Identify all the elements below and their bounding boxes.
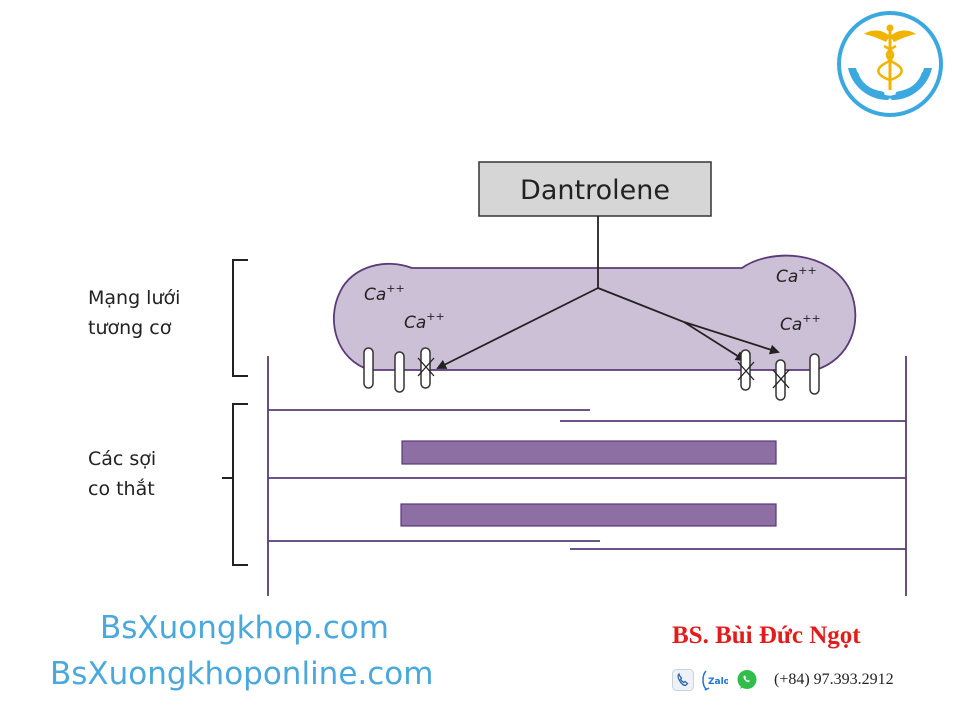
- sr-label-line1: Mạng lưới: [88, 287, 181, 309]
- svg-text:Zalo: Zalo: [708, 677, 728, 687]
- drug-name: Dantrolene: [520, 175, 670, 206]
- inhibition-arrows: [436, 216, 780, 369]
- doctor-name: BS. Bùi Đức Ngọt: [672, 622, 861, 649]
- fibers-label: Các sợi co thắt: [88, 444, 156, 504]
- dantrolene-box: Dantrolene: [478, 161, 712, 217]
- sarcomere: [267, 356, 907, 596]
- calcium-ion: Ca++: [776, 264, 817, 287]
- dantrolene-mechanism-diagram: Dantrolene Ca++ Ca++ Ca++ Ca++: [222, 161, 907, 596]
- site-link-1[interactable]: BsXuongkhop.com: [100, 610, 389, 646]
- fibers-label-line1: Các sợi: [88, 448, 157, 470]
- sr-label: Mạng lưới tương cơ: [88, 283, 180, 343]
- sr-bracket: [232, 259, 248, 377]
- fibers-bracket: [232, 403, 248, 566]
- zalo-icon[interactable]: Zalo: [702, 669, 728, 691]
- calcium-ion: Ca++: [364, 282, 405, 305]
- site-link-2[interactable]: BsXuongkhoponline.com: [50, 656, 434, 692]
- thick-filaments: [400, 440, 777, 527]
- calcium-ion: Ca++: [404, 310, 445, 333]
- sr-label-line2: tương cơ: [88, 317, 172, 339]
- calcium-ion: Ca++: [780, 312, 821, 335]
- phone-icon[interactable]: [672, 669, 694, 691]
- caduceus-hands-logo: [837, 11, 943, 117]
- blocked-channel-marks: [417, 357, 790, 389]
- phone-number[interactable]: (+84) 97.393.2912: [774, 671, 894, 688]
- contact-row: Zalo (+84) 97.393.2912: [672, 667, 894, 693]
- whatsapp-icon[interactable]: [736, 669, 758, 691]
- fibers-label-line2: co thắt: [88, 478, 155, 500]
